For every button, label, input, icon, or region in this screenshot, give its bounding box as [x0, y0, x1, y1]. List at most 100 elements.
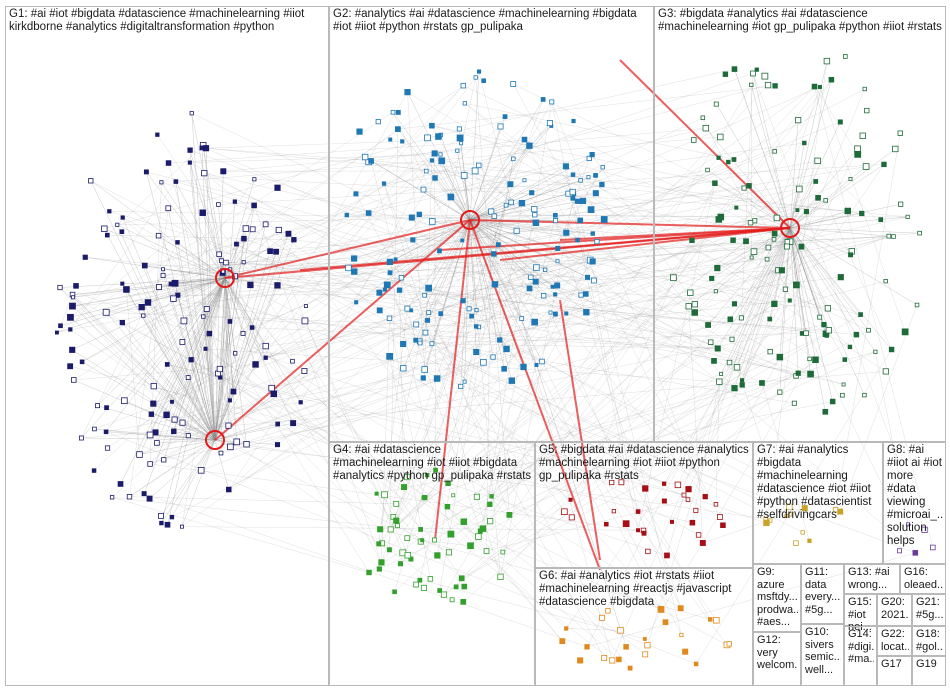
graph-edge	[705, 128, 791, 229]
graph-edge	[150, 463, 639, 531]
graph-edge	[202, 145, 234, 392]
graph-node	[161, 457, 167, 463]
graph-node	[609, 479, 615, 486]
graph-edge	[447, 506, 563, 642]
graph-node	[262, 221, 269, 228]
graph-edge	[789, 164, 885, 229]
graph-edge	[469, 219, 522, 319]
graph-edge	[167, 364, 685, 496]
graph-edge	[168, 162, 231, 401]
graph-node	[731, 66, 738, 72]
graph-node	[433, 375, 441, 382]
graph-edge	[170, 283, 247, 445]
graph-node	[577, 217, 584, 224]
graph-edge	[379, 292, 522, 319]
graph-edge	[478, 536, 662, 610]
graph-edge	[543, 295, 706, 497]
graph-node	[601, 655, 608, 662]
graph-node	[784, 243, 790, 250]
graph-edge	[214, 205, 255, 441]
graph-node	[866, 327, 871, 333]
graph-node	[858, 312, 863, 317]
graph-edge	[106, 362, 484, 433]
graph-edge	[443, 351, 771, 595]
graph-edge	[188, 321, 231, 378]
graph-edge	[435, 384, 743, 471]
graph-node	[203, 306, 210, 312]
graph-edge	[205, 148, 735, 389]
graph-edge	[566, 628, 621, 631]
graph-edge	[214, 285, 278, 441]
graph-node	[231, 273, 238, 280]
graph-node	[546, 120, 553, 127]
graph-node	[853, 331, 860, 338]
graph-node	[104, 445, 111, 451]
graph-edge	[717, 227, 791, 349]
graph-edge	[201, 147, 216, 441]
graph-node	[616, 656, 622, 663]
graph-node	[101, 225, 108, 232]
graph-edge	[436, 267, 537, 379]
graph-node	[398, 275, 405, 281]
graph-node	[102, 308, 110, 316]
graph-node	[73, 283, 79, 289]
graph-node	[383, 281, 391, 289]
graph-edge	[789, 227, 829, 309]
graph-edge	[224, 277, 256, 365]
group-box-g11: G11: data every... #5g...	[801, 564, 844, 624]
graph-edge	[463, 175, 501, 577]
graph-edge	[346, 127, 706, 216]
graph-node	[386, 258, 394, 265]
graph-node	[126, 494, 133, 500]
graph-node	[397, 561, 404, 567]
graph-node	[377, 526, 384, 533]
graph-node	[170, 295, 177, 302]
graph-node	[623, 644, 629, 650]
graph-node	[702, 124, 710, 132]
graph-edge	[129, 244, 499, 497]
graph-node	[764, 256, 770, 262]
graph-edge	[93, 212, 369, 471]
graph-edge	[557, 158, 590, 249]
graph-node	[447, 530, 455, 538]
graph-node	[627, 665, 633, 671]
graph-node	[144, 299, 152, 306]
graph-edge	[153, 277, 226, 404]
graph-edge	[390, 239, 775, 273]
graph-edge	[155, 432, 766, 520]
graph-edge	[205, 148, 216, 441]
graph-node	[586, 175, 591, 180]
group-label-g1: G1: #ai #iot #bigdata #datascience #mach…	[9, 8, 308, 33]
graph-edge	[431, 160, 536, 223]
graph-node	[220, 168, 227, 175]
graph-node	[687, 289, 694, 296]
graph-edge	[666, 494, 685, 556]
graph-edge	[90, 180, 665, 484]
graph-node	[460, 298, 466, 304]
graph-node	[689, 237, 695, 244]
graph-edge	[214, 238, 245, 441]
graph-node	[175, 240, 180, 245]
graph-edge	[389, 219, 471, 263]
graph-edge	[81, 277, 226, 439]
graph-edge	[469, 145, 530, 221]
graph-edge	[403, 368, 571, 500]
graph-node	[290, 420, 297, 427]
graph-edge	[463, 521, 563, 642]
group-box-g1: G1: #ai #iot #bigdata #datascience #mach…	[5, 6, 329, 686]
graph-edge	[214, 228, 247, 441]
graph-edge	[475, 170, 916, 553]
graph-node	[199, 145, 205, 151]
graph-edge	[715, 227, 791, 292]
graph-edge	[368, 161, 569, 194]
graph-edge	[144, 265, 216, 441]
graph-edge-heavy	[299, 227, 791, 271]
graph-node	[495, 242, 501, 248]
graph-edge	[789, 216, 908, 229]
graph-node	[460, 172, 468, 179]
graph-edge	[225, 262, 588, 278]
graph-node	[554, 282, 561, 289]
graph-edge	[354, 271, 844, 385]
graph-edge	[390, 160, 818, 530]
graph-edge	[72, 277, 226, 307]
